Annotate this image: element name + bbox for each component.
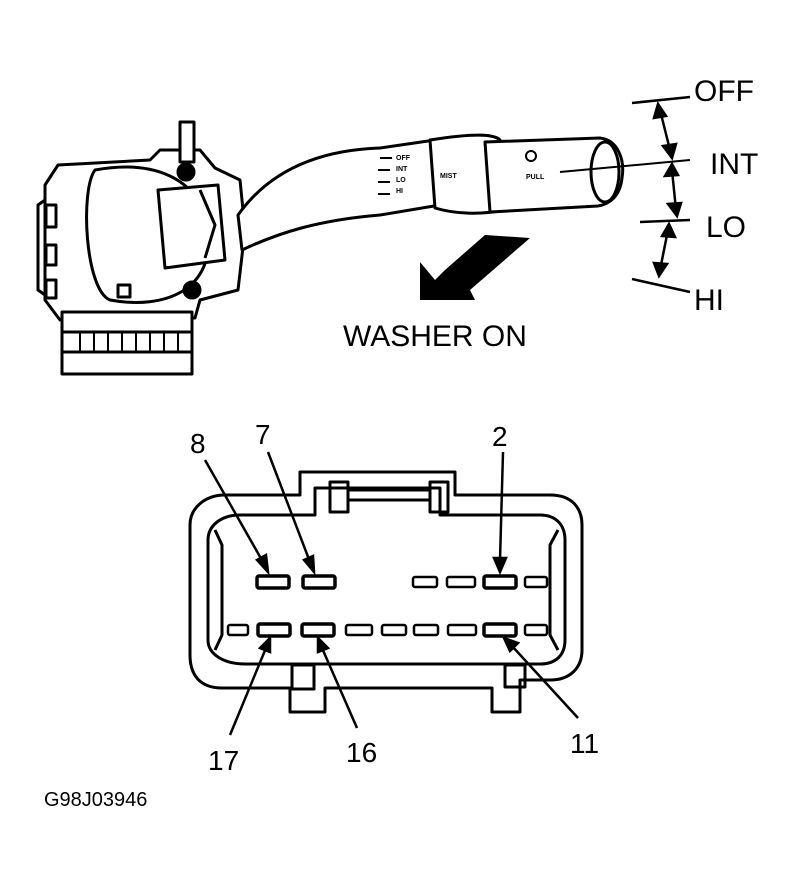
terminal-17 (256, 622, 292, 638)
stalk-marking-mist: MIST (440, 173, 457, 180)
washer-arrow (420, 235, 530, 300)
position-lo-label: LO (706, 211, 746, 244)
terminal-cavity (226, 623, 250, 637)
terminal-cavity (380, 623, 408, 637)
position-int-label: INT (710, 148, 758, 181)
terminal-cavity (523, 575, 549, 589)
position-off-label: OFF (694, 75, 754, 108)
terminal-17-label: 17 (208, 745, 239, 776)
position-scale (631, 95, 691, 294)
knob-pull-label: PULL (526, 174, 545, 181)
position-hi-label: HI (694, 284, 724, 317)
terminal-2 (482, 574, 518, 590)
terminal-7-label: 7 (255, 419, 271, 450)
terminal-cavity (523, 623, 549, 637)
terminal-16-label: 16 (346, 737, 377, 768)
terminal-11-label: 11 (570, 728, 599, 759)
terminal-cavity (411, 575, 439, 589)
terminal-cavity (445, 575, 477, 589)
terminal-cavity (344, 623, 374, 637)
washer-on-label: WASHER ON (343, 320, 527, 353)
terminal-2-label: 2 (492, 421, 508, 452)
stalk-marking-lo: LO (396, 177, 406, 184)
stalk-marking-int: INT (396, 166, 408, 173)
terminal-cavity (446, 623, 478, 637)
stalk-marking-hi: HI (396, 188, 403, 195)
terminal-cavity (412, 623, 440, 637)
wiper-lever (236, 133, 691, 252)
terminal-leaders (203, 451, 579, 736)
connector-housing (188, 470, 584, 714)
figure-code: G98J03946 (44, 789, 147, 811)
terminal-8 (255, 574, 291, 590)
stalk-marking-off: OFF (396, 155, 411, 162)
terminal-16 (300, 622, 336, 638)
switch-assembly (36, 120, 247, 376)
terminal-11 (482, 622, 518, 638)
terminal-8-label: 8 (190, 428, 206, 459)
terminal-7 (301, 574, 337, 590)
terminal-cavities (226, 574, 549, 638)
